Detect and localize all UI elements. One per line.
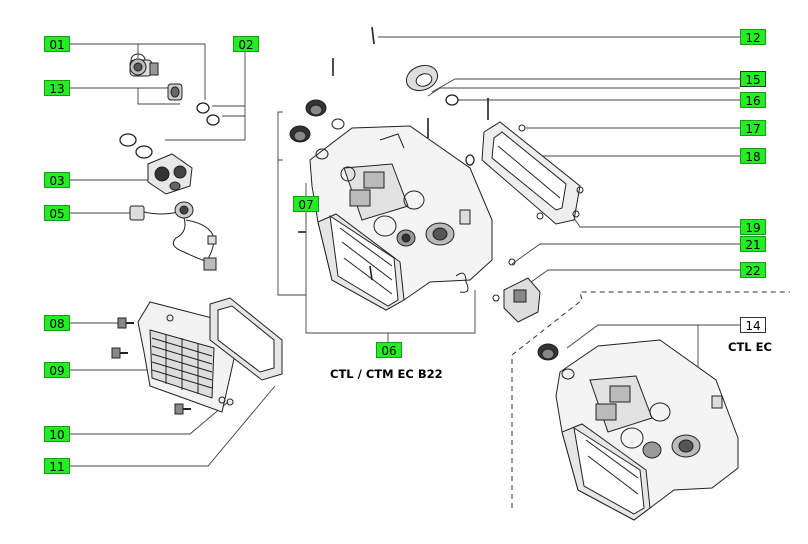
- callout-09: 09: [44, 362, 70, 378]
- callout-07: 07: [293, 196, 319, 212]
- callout-02: 02: [233, 36, 259, 52]
- callout-10: 10: [44, 426, 70, 442]
- variant-housing-part: [537, 339, 739, 521]
- callout-22: 22: [740, 262, 766, 278]
- callout-05: 05: [44, 205, 70, 221]
- variant-separator: [511, 291, 790, 508]
- callout-18: 18: [740, 148, 766, 164]
- main-housing-part: [309, 125, 493, 311]
- callout-13: 13: [44, 80, 70, 96]
- callout-11: 11: [44, 458, 70, 474]
- callout-16: 16: [740, 92, 766, 108]
- callout-19: 19: [740, 219, 766, 235]
- callout-21: 21: [740, 236, 766, 252]
- knob-cap-part: [405, 64, 475, 166]
- callout-15: 15: [740, 71, 766, 87]
- button-caps-part: [289, 99, 345, 160]
- callout-17: 17: [740, 120, 766, 136]
- frame-bracket-part: [481, 121, 584, 225]
- cable-socket-part: [129, 201, 217, 271]
- o-rings-part: [119, 102, 220, 159]
- switch-part: [492, 258, 541, 323]
- callout-12: 12: [740, 29, 766, 45]
- screws-part: [111, 317, 191, 415]
- small-fitting-part: [167, 83, 183, 101]
- callout-01: 01: [44, 36, 70, 52]
- filter-frame-part: [209, 297, 283, 406]
- callout-08: 08: [44, 315, 70, 331]
- main-assembly-caption: CTL / CTM EC B22: [330, 367, 443, 381]
- hose-connector-part: [129, 53, 159, 77]
- callout-06: 06: [376, 342, 402, 358]
- callout-03: 03: [44, 172, 70, 188]
- variant-assembly-caption: CTL EC: [728, 340, 772, 354]
- small-screws-part: [298, 26, 489, 281]
- callout-14: 14: [740, 317, 766, 333]
- socket-insert-part: [147, 153, 193, 195]
